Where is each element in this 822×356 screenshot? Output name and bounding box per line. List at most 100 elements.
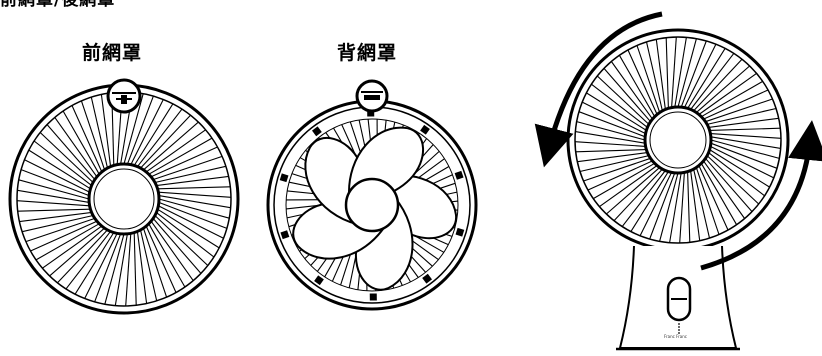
stand-fan-spoke — [693, 168, 711, 239]
front-grille-spoke — [71, 105, 103, 173]
front-grille-spoke — [145, 129, 206, 173]
grille-tab — [455, 227, 465, 237]
stand-fan-spoke — [630, 171, 669, 232]
stand-fan-spoke — [586, 92, 647, 131]
stand-fan-spoke — [636, 45, 661, 113]
front-grille-spoke — [125, 233, 132, 307]
stand-fan-spoke — [687, 171, 691, 243]
grille-tab — [454, 170, 464, 180]
stand-fan-spoke — [709, 149, 770, 188]
grille-tab — [369, 293, 377, 301]
front-grille-spoke — [46, 124, 96, 180]
stand-fan-spoke — [621, 170, 666, 227]
front-grille-spoke — [19, 211, 92, 223]
stand-fan-spoke — [599, 165, 658, 208]
stand-fan-spoke — [704, 157, 753, 212]
front-grille-spoke — [158, 205, 224, 239]
front-grille-spoke — [30, 220, 98, 252]
stand-fan-spoke — [674, 37, 687, 108]
stand-fan-spoke — [659, 172, 679, 242]
front-grille-spoke — [150, 220, 194, 281]
front-grille-spoke — [39, 132, 94, 183]
stand-fan-spoke — [680, 40, 707, 108]
stand-fan-spoke — [710, 139, 780, 159]
stand-fan-spoke — [706, 107, 777, 125]
front-grille-spoke — [16, 200, 90, 207]
front-grille-spoke — [152, 218, 202, 274]
stand-fan-spoke — [690, 53, 735, 110]
front-grille-spoke — [114, 233, 128, 306]
front-grille-spoke — [84, 233, 118, 299]
stand-fan-spoke — [574, 141, 646, 147]
front-grille-spoke — [158, 198, 230, 219]
front-grille-spoke — [21, 214, 94, 233]
stand-fan-spoke — [706, 155, 760, 205]
front-grille-spoke — [17, 189, 90, 203]
front-lock-clip-icon — [106, 78, 142, 114]
front-grille-spoke — [152, 155, 223, 181]
stand-fan-spoke — [575, 131, 646, 144]
front-grille-spoke — [42, 225, 103, 269]
front-grille-spoke — [33, 140, 93, 187]
front-grille-spoke — [94, 233, 122, 303]
stand-fan-spoke — [698, 165, 729, 231]
front-grille-spoke — [104, 233, 125, 305]
stand-fan-spokes — [574, 36, 782, 244]
front-grille-spoke — [25, 217, 96, 243]
back-grille-tabs — [279, 109, 465, 301]
front-grille-spoke — [57, 229, 108, 284]
stand-fan-spoke — [655, 39, 666, 110]
stand-fan-spoke — [587, 160, 653, 191]
back-lock-clip-icon — [355, 79, 389, 113]
stand-fan-spoke — [578, 111, 646, 138]
stand-fan-spoke — [671, 36, 677, 108]
stand-fan-spoke — [577, 152, 648, 163]
back-grille-label: 背網罩 — [337, 42, 398, 64]
front-grille-spoke — [35, 223, 100, 261]
front-grille-spoke — [28, 149, 91, 190]
front-grille-spoke — [65, 230, 112, 290]
front-grille-spoke — [18, 179, 90, 200]
front-grille-spoke — [157, 208, 220, 249]
front-grille-spoke — [140, 114, 191, 169]
front-grille-spoke — [133, 232, 137, 306]
stand-fan-spoke — [669, 172, 682, 243]
stand-fan-spoke — [705, 98, 773, 123]
stand-fan-spoke — [618, 55, 656, 117]
stand-fan-spoke — [639, 172, 673, 237]
stand-fan-spoke — [690, 170, 701, 241]
stand-fan-spoke — [603, 68, 652, 123]
partial-heading: 前網罩/後網罩 — [0, 0, 116, 10]
stand-fan-spoke — [710, 145, 775, 179]
grille-tab — [280, 230, 290, 240]
stand-fan-spoke — [683, 43, 717, 108]
front-grille-spoke — [157, 186, 231, 190]
stand-fan-spoke — [576, 121, 646, 141]
stand-fan-spoke — [645, 41, 663, 112]
front-grille-spoke — [100, 94, 112, 167]
front-grille-label: 前網罩 — [82, 42, 143, 64]
stand-fan-spoke — [677, 38, 697, 108]
front-grille-spoke — [24, 159, 90, 193]
front-grille-spoke — [139, 229, 158, 302]
front-grille-spoke — [123, 93, 144, 165]
front-grille-spoke — [90, 96, 109, 169]
stand-fan-spoke — [687, 48, 726, 109]
stand-fan-spoke — [709, 127, 781, 131]
back-grille — [266, 99, 478, 311]
front-grille-spoke — [126, 95, 154, 165]
stand-fan-spoke — [610, 61, 653, 120]
front-grille-spoke — [49, 227, 105, 277]
front-grille-spoke — [142, 227, 168, 298]
front-grille-spoke — [74, 232, 115, 295]
front-grille — [8, 83, 240, 315]
stand-fan-spoke — [579, 155, 650, 173]
stand-fan-spoke — [708, 117, 779, 128]
front-grille-spoke — [20, 169, 90, 197]
stand-fan-spoke — [665, 37, 669, 109]
front-grille-spoke — [145, 225, 177, 293]
stand-fan-spoke — [708, 152, 765, 197]
rotate-counterclockwise-arrow-icon — [534, 11, 663, 168]
stand-fan-spoke — [679, 172, 685, 244]
